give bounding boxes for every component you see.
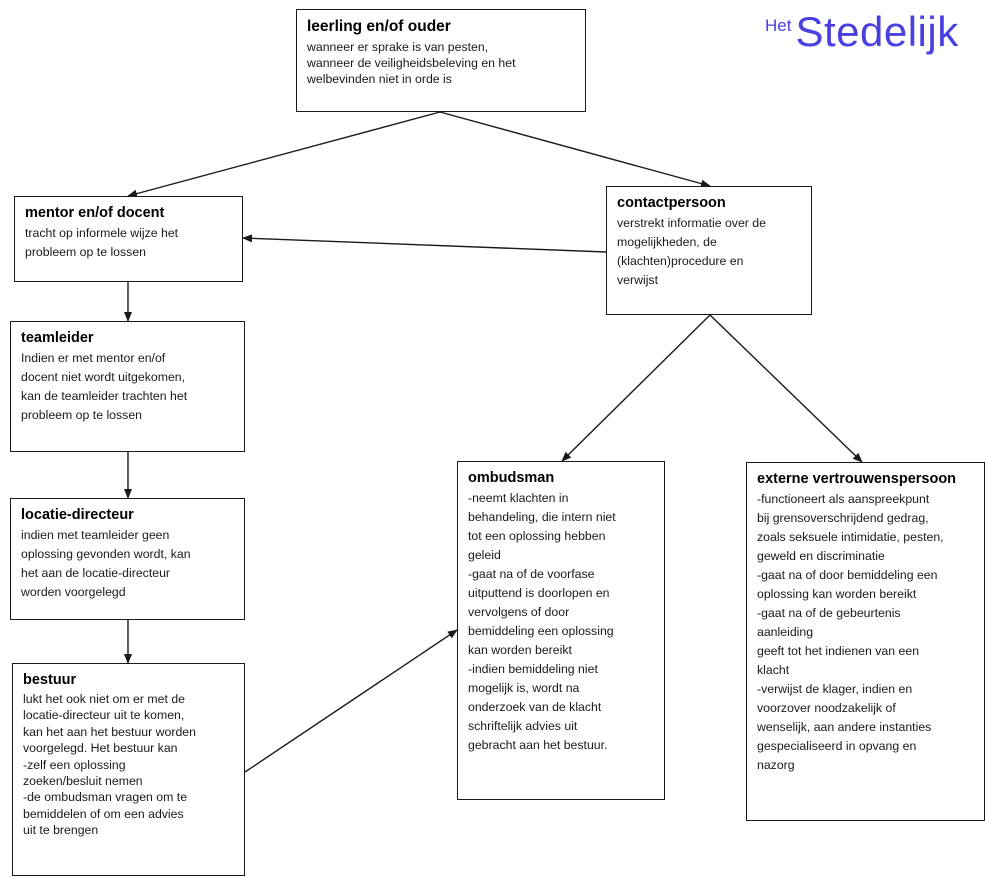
box-title: teamleider bbox=[21, 330, 94, 346]
box-title: ombudsman bbox=[468, 470, 555, 486]
box-description: verstrekt informatie over de mogelijkhed… bbox=[617, 216, 766, 287]
arrow-bestuur-to-ombudsman bbox=[244, 629, 458, 773]
arrow-contact-to-extern bbox=[709, 314, 863, 463]
box-teamleider: teamleider Indien er met mentor en/of do… bbox=[10, 321, 245, 452]
box-title: externe vertrouwenspersoon bbox=[757, 471, 957, 487]
box-externe-vertrouwenspersoon: externe vertrouwenspersoon -functioneert… bbox=[746, 462, 985, 821]
box-bestuur: bestuur lukt het ook niet om er met de l… bbox=[12, 663, 245, 876]
box-description: tracht op informele wijze het probleem o… bbox=[25, 226, 179, 259]
arrow-contact-to-mentor bbox=[242, 234, 607, 253]
box-title: leerling en/of ouder bbox=[307, 18, 451, 35]
box-description: Indien er met mentor en/of docent niet w… bbox=[21, 351, 188, 422]
logo-name: Stedelijk bbox=[795, 8, 959, 55]
box-contactpersoon: contactpersoon verstrekt informatie over… bbox=[606, 186, 812, 315]
arrow-top-to-mentor bbox=[127, 111, 441, 198]
box-locatie-directeur: locatie-directeur indien met teamleider … bbox=[10, 498, 245, 620]
box-title: mentor en/of docent bbox=[25, 205, 165, 221]
brand-logo: HetStedelijk bbox=[765, 8, 959, 56]
arrow-top-to-contact bbox=[439, 111, 711, 188]
box-ombudsman: ombudsman -neemt klachten in behandeling… bbox=[457, 461, 665, 800]
box-leerling-ouder: leerling en/of ouder wanneer er sprake i… bbox=[296, 9, 586, 112]
logo-prefix: Het bbox=[765, 16, 792, 35]
box-title: locatie-directeur bbox=[21, 507, 134, 523]
box-description: -neemt klachten in behandeling, die inte… bbox=[468, 491, 616, 752]
box-description: lukt het ook niet om er met de locatie-d… bbox=[23, 692, 196, 838]
arrow-contact-to-ombudsman bbox=[561, 314, 711, 462]
box-title: bestuur bbox=[23, 672, 77, 688]
box-description: -functioneert als aanspreekpunt bij gren… bbox=[757, 492, 944, 772]
box-description: wanneer er sprake is van pesten, wanneer… bbox=[307, 40, 516, 86]
box-title: contactpersoon bbox=[617, 195, 726, 211]
box-mentor-docent: mentor en/of docent tracht op informele … bbox=[14, 196, 243, 282]
box-description: indien met teamleider geen oplossing gev… bbox=[21, 528, 191, 599]
